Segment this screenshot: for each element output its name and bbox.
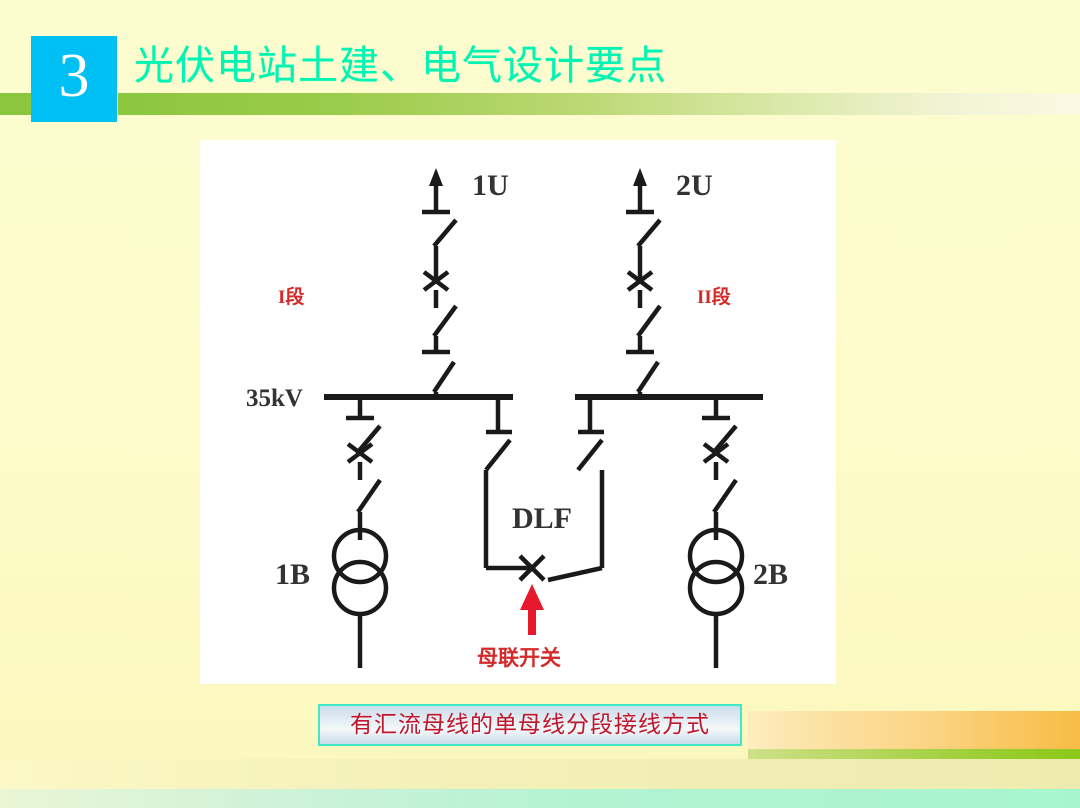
label-bus-coupler-callout: 母联开关 — [477, 646, 561, 670]
feeder-right-disconnector-2-blade — [636, 304, 662, 338]
decor-orange-strip — [748, 711, 1080, 749]
figure-caption-text: 有汇流母线的单母线分段接线方式 — [350, 712, 710, 737]
xfmr-right-disconnector-blade — [712, 424, 738, 454]
header-rule-main — [118, 93, 1080, 115]
feeder-left-disconnector-3-blade — [432, 360, 456, 394]
feeder-right-disconnector-1-blade — [636, 218, 662, 248]
label-bus-coupler-device: DLF — [512, 502, 572, 535]
xfmr-left-winding-lv — [331, 559, 389, 617]
xfmr-right-disconnector-2-blade — [712, 478, 738, 514]
diagram-svg: 1U 2U 35kV 1B 2B DLF I段 II段 母联开关 — [246, 168, 788, 670]
feeder-right-arrow-head — [633, 168, 647, 186]
decor-pale-strip — [0, 759, 1080, 789]
coupler-bottom-right — [547, 565, 603, 583]
section-number-text: 3 — [58, 42, 90, 110]
bus-coupler-breaker — [518, 554, 546, 582]
xfmr-left-disconnector-2-blade — [356, 478, 382, 514]
decor-mint-strip — [0, 789, 1080, 808]
feeder-left-disconnector-2-blade — [432, 304, 458, 338]
decor-green-strip — [748, 749, 1080, 759]
header-rule-left — [0, 93, 35, 115]
label-feeder-left: 1U — [472, 169, 509, 202]
single-line-diagram-figure: 1U 2U 35kV 1B 2B DLF I段 II段 母联开关 — [200, 140, 836, 684]
label-section-left: I段 — [278, 285, 305, 308]
xfmr-left-disconnector-blade — [356, 424, 382, 454]
feeder-left-breaker — [422, 270, 450, 292]
feeder-left-disconnector-1-blade — [432, 218, 458, 248]
label-voltage-level: 35kV — [246, 385, 303, 412]
label-section-right: II段 — [697, 285, 732, 308]
figure-caption: 有汇流母线的单母线分段接线方式 — [318, 704, 742, 746]
label-transformer-left: 1B — [275, 558, 310, 591]
bus-coupler-callout-arrow — [520, 584, 544, 635]
xfmr-left-breaker — [346, 442, 374, 464]
coupler-left-disconnector-blade — [484, 438, 512, 472]
feeder-right-disconnector-3-blade — [636, 360, 660, 394]
section-number-badge: 3 — [31, 36, 117, 122]
label-transformer-right: 2B — [753, 558, 788, 591]
feeder-right-breaker — [626, 270, 654, 292]
xfmr-right-winding-hv — [687, 527, 745, 585]
label-feeder-right: 2U — [676, 169, 713, 202]
xfmr-right-winding-lv — [687, 559, 745, 617]
coupler-right-disconnector-blade — [576, 438, 604, 472]
xfmr-right-breaker — [702, 442, 730, 464]
page-title: 光伏电站土建、电气设计要点 — [134, 43, 667, 88]
feeder-left-arrow-head — [429, 168, 443, 186]
xfmr-left-winding-hv — [331, 527, 389, 585]
